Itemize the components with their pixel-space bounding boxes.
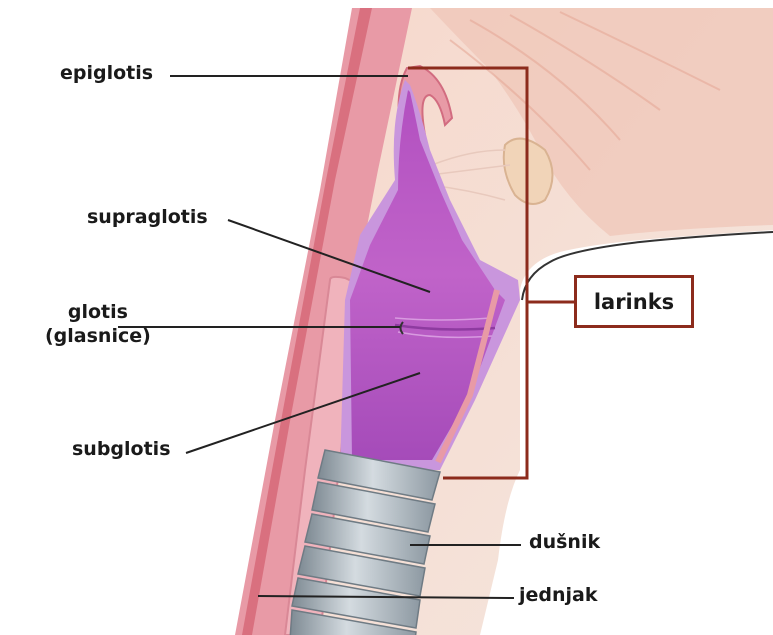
label-epiglottis: epiglotis (60, 64, 153, 83)
larynx-label-box: larinks (574, 275, 694, 328)
label-glottis-line1: glotis (45, 301, 151, 325)
label-glottis: glotis (glasnice) (45, 301, 151, 349)
label-esophagus: jednjak (519, 586, 598, 605)
label-larynx: larinks (594, 290, 674, 314)
label-glottis-line2: (glasnice) (45, 325, 151, 349)
label-supraglottis: supraglotis (87, 208, 208, 227)
label-trachea: dušnik (529, 533, 600, 552)
label-subglottis: subglotis (72, 440, 171, 459)
